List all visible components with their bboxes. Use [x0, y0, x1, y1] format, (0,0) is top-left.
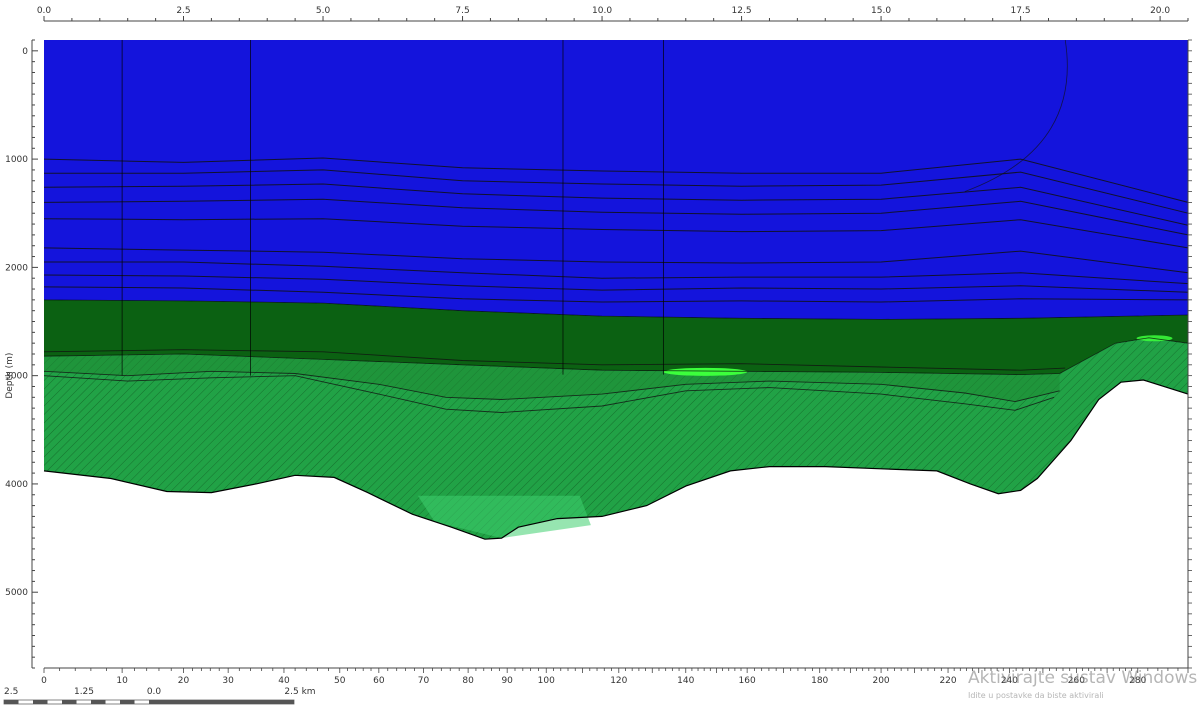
water-contour-2 [43, 183, 1189, 226]
scale-bar-segment [91, 700, 106, 704]
bottom-axis-tick-label: 240 [1001, 676, 1018, 686]
top-axis-tick-label: 15.0 [871, 6, 891, 16]
depth-axis-tick-label: 3000 [5, 372, 28, 382]
water-contour-1 [44, 169, 1189, 214]
top-axis-tick-label: 7.5 [455, 6, 469, 16]
bottom-axis-tick-label: 10 [116, 676, 128, 686]
scale-bar-segment [120, 700, 135, 704]
mid-green-band [44, 354, 1060, 402]
bottom-trace-axis: 0 10 20 30 40 50 60 70 80 90 100 120 140 160 180 200 220… [41, 667, 1189, 686]
scale-bar-segment [33, 700, 48, 704]
bottom-axis-tick-label: 100 [538, 676, 555, 686]
scale-bar: 2.5 1.25 0.0 2.5 km [3, 687, 316, 705]
scale-bar-segment-long [149, 700, 294, 704]
top-axis-tick-label: 12.5 [732, 6, 752, 16]
depth-axis-title: Depth (m) [5, 353, 15, 399]
basement-boundary [43, 379, 1189, 540]
water-arc-contour [964, 39, 1068, 192]
depth-axis-tick-label: 4000 [5, 480, 28, 490]
bottom-axis-tick-label: 180 [811, 676, 828, 686]
watermark-title: Aktivirajte sustav Windows [968, 668, 1198, 688]
bottom-axis-tick-label: 20 [178, 676, 190, 686]
water-contour-7 [43, 274, 1189, 293]
top-axis-tick-label: 20.0 [1150, 6, 1170, 16]
water-contour-6 [44, 261, 1189, 285]
bottom-axis-tick-label: 40 [278, 676, 290, 686]
depth-axis-tick-label: 0 [22, 47, 28, 57]
bottom-axis-tick-label: 200 [872, 676, 889, 686]
water-base-boundary [43, 299, 1189, 320]
bottom-axis-tick-label: 90 [501, 676, 513, 686]
scale-bar-label: 2.5 km [284, 687, 315, 697]
dark-green-layer [44, 299, 1188, 375]
bottom-axis-tick-label: 260 [1068, 676, 1085, 686]
water-contour-8 [43, 286, 1189, 303]
dark-green-base-boundary [43, 337, 1189, 376]
top-axis-tick-label: 17.5 [1011, 6, 1031, 16]
watermark-subtitle: Idite u postavke da biste aktivirali [968, 691, 1104, 700]
water-contour-3 [43, 198, 1189, 236]
water-contour-4 [43, 218, 1189, 249]
bottom-axis-tick-label: 50 [334, 676, 346, 686]
scale-bar-label: 0.0 [147, 687, 162, 697]
bottom-axis-tick-label: 280 [1129, 676, 1146, 686]
bright-green-lens [663, 367, 748, 376]
depth-axis-tick-label: 2000 [5, 263, 28, 273]
bottom-axis-tick-label: 220 [939, 676, 956, 686]
scale-bar-label: 1.25 [74, 687, 94, 697]
bottom-axis-tick-label: 120 [610, 676, 627, 686]
bottom-axis-tick-label: 160 [739, 676, 756, 686]
top-axis-tick-label: 10.0 [592, 6, 612, 16]
bottom-axis-tick-label: 70 [418, 676, 430, 686]
scale-bar-segment [62, 700, 77, 704]
bottom-axis-tick-label: 30 [222, 676, 234, 686]
water-layer [44, 40, 1188, 320]
depth-axis-tick-label: 1000 [5, 155, 28, 165]
bottom-axis-tick-label: 80 [462, 676, 474, 686]
scale-bar-segment [4, 700, 19, 704]
top-distance-axis: 0.0 2.5 5.0 7.5 10.0 12.5 15.0 17.5 20.0 [37, 6, 1189, 22]
depth-axis-tick-label: 5000 [5, 588, 28, 598]
windows-activation-watermark: Aktivirajte sustav Windows Idite u posta… [968, 668, 1198, 708]
main-green-hatch [44, 337, 1188, 540]
green-contour-0 [43, 349, 1066, 371]
top-axis-tick-label: 2.5 [176, 6, 190, 16]
bottom-axis-tick-label: 60 [373, 676, 385, 686]
scale-bar-label: 2.5 [4, 687, 18, 697]
green-contour-1 [43, 370, 1060, 403]
bottom-axis-tick-label: 140 [677, 676, 694, 686]
light-green-zone [417, 495, 591, 539]
water-contour-0 [43, 157, 1189, 203]
plot-area [43, 39, 1189, 540]
green-contour-2 [43, 375, 1055, 413]
depth-axis: 0 1000 2000 3000 4000 5000 Depth (m) [5, 39, 1192, 669]
top-axis-tick-label: 0.0 [37, 6, 52, 16]
bottom-axis-tick-label: 0 [41, 676, 47, 686]
top-axis-tick-label: 5.0 [316, 6, 331, 16]
water-contour-5 [43, 247, 1189, 274]
